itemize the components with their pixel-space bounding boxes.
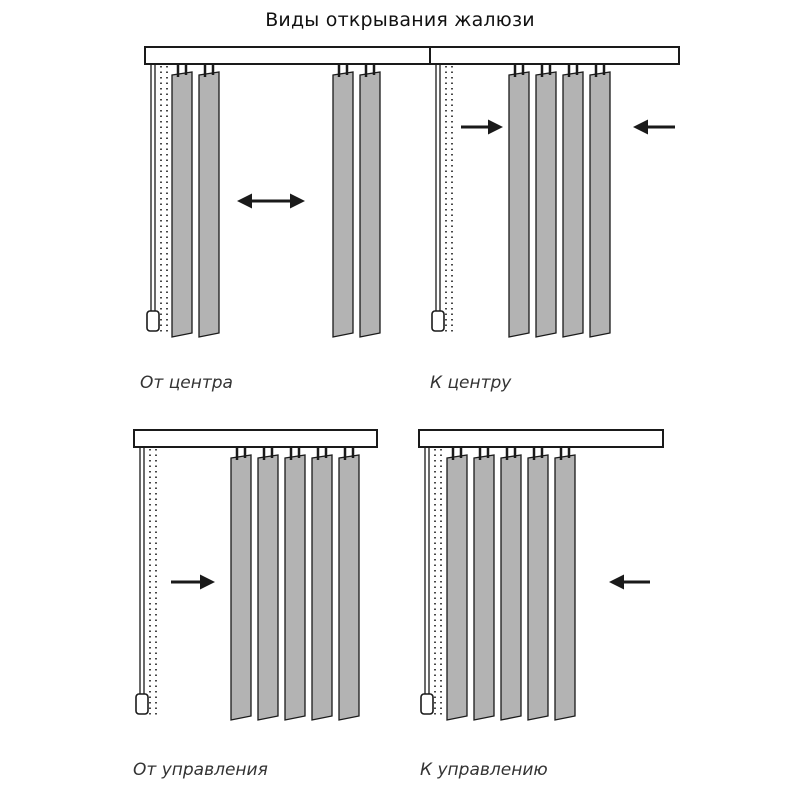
blind-panel-3 [418, 429, 664, 721]
slat [527, 447, 549, 721]
cord-weight [146, 310, 160, 332]
slat-body [589, 71, 611, 338]
slat-body [284, 454, 306, 721]
slat [359, 64, 381, 338]
caption-from-center: От центра [140, 373, 233, 393]
page-title: Виды открывания жалюзи [265, 9, 535, 31]
headrail [133, 429, 378, 448]
slat [338, 447, 360, 721]
slat-body [527, 454, 549, 721]
cord-weight [135, 693, 149, 715]
slat [198, 64, 220, 338]
slat-body [535, 71, 557, 338]
slat [554, 447, 576, 721]
slat [562, 64, 584, 338]
slat [284, 447, 306, 721]
slat [473, 447, 495, 721]
slat [500, 447, 522, 721]
slat-body [554, 454, 576, 721]
slat-body [446, 454, 468, 721]
slat-body [473, 454, 495, 721]
headrail [418, 429, 664, 448]
blind-panel-1 [429, 46, 680, 338]
slat [332, 64, 354, 338]
slat-body [508, 71, 530, 338]
slat [311, 447, 333, 721]
slat [257, 447, 279, 721]
slat-body [171, 71, 193, 338]
slat-body [311, 454, 333, 721]
slat [589, 64, 611, 338]
slat [535, 64, 557, 338]
slat-body [359, 71, 381, 338]
blind-panel-0 [144, 46, 531, 338]
headrail [429, 46, 680, 65]
blind-panel-2 [133, 429, 378, 721]
slat-body [230, 454, 252, 721]
caption-to-center: К центру [430, 373, 512, 393]
slat-body [500, 454, 522, 721]
slat [508, 64, 530, 338]
slat-body [338, 454, 360, 721]
slat-body [257, 454, 279, 721]
caption-from-control: От управления [133, 760, 268, 780]
slat [230, 447, 252, 721]
slat-body [198, 71, 220, 338]
slat-body [562, 71, 584, 338]
cord-weight [431, 310, 445, 332]
slat [446, 447, 468, 721]
slat-body [332, 71, 354, 338]
cord-weight [420, 693, 434, 715]
caption-to-control: К управлению [420, 760, 548, 780]
slat [171, 64, 193, 338]
